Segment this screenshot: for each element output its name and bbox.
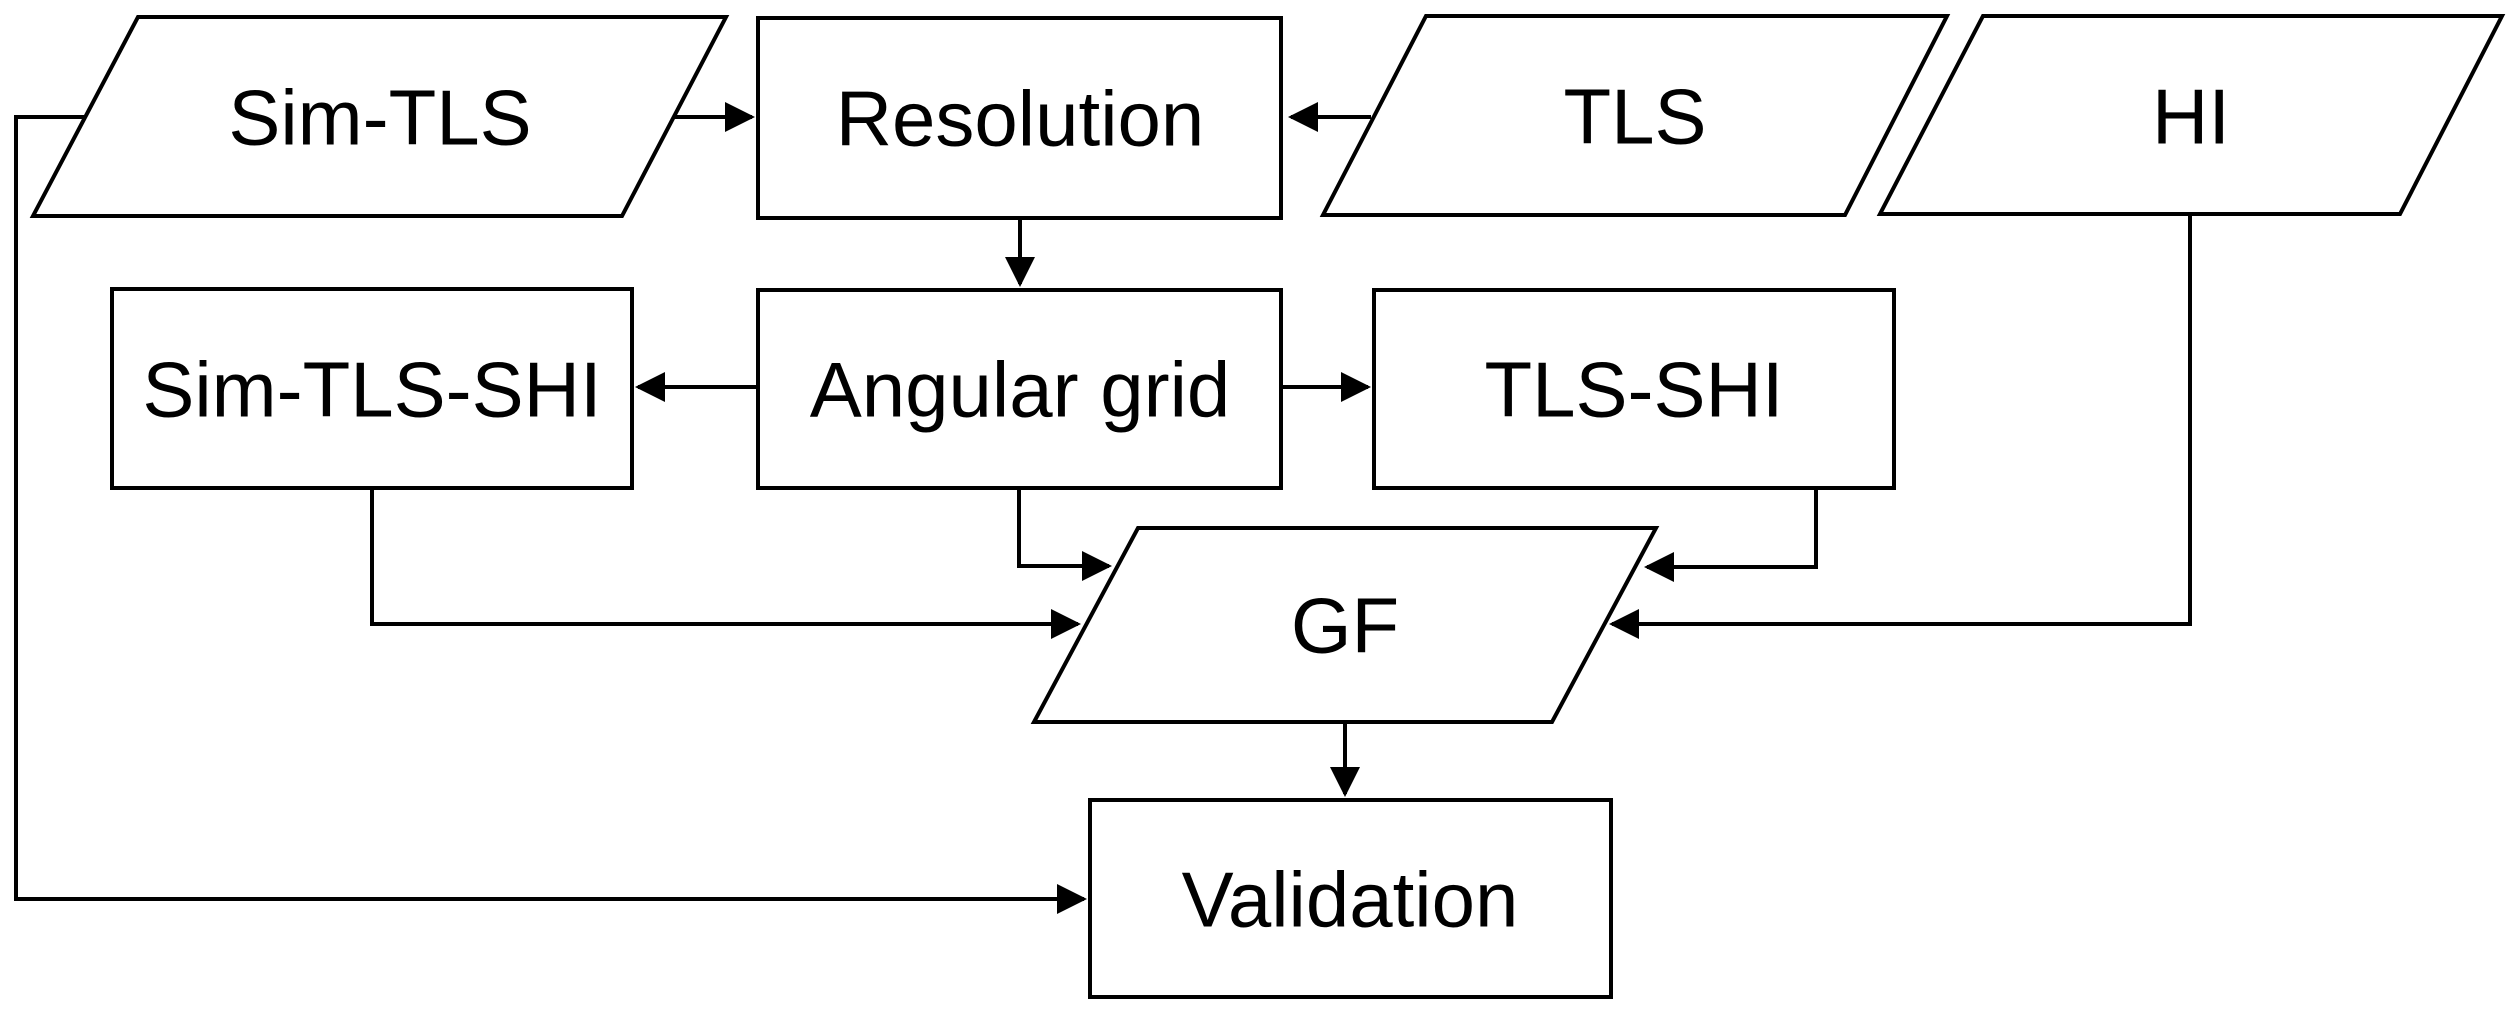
node-sim-tls: Sim-TLS [29, 15, 730, 218]
validation-label: Validation [1182, 855, 1519, 943]
resolution-rectangle [756, 16, 1283, 220]
gf-label: GF [1291, 581, 1399, 669]
node-gf: GF [1030, 526, 1660, 724]
sim-tls-shi-label: Sim-TLS-SHI [142, 345, 601, 433]
tls-shi-rectangle [1372, 288, 1896, 490]
node-angular-grid: Angular grid [756, 288, 1283, 490]
angular-grid-label: Angular grid [810, 345, 1231, 433]
edge-group [14, 102, 2192, 914]
validation-rectangle [1088, 798, 1613, 999]
edge-angular-grid-to-gf [1017, 488, 1112, 581]
tls-shi-label: TLS-SHI [1484, 345, 1783, 433]
hi-parallelogram [1876, 14, 2506, 216]
sim-tls-parallelogram [29, 15, 730, 218]
tls-label: TLS [1563, 72, 1706, 160]
node-sim-tls-shi: Sim-TLS-SHI [110, 287, 634, 490]
edge-sim-tls-to-validation [14, 115, 1087, 914]
edge-hi-to-gf [1609, 215, 2192, 639]
gf-parallelogram [1030, 526, 1660, 724]
angular-grid-rectangle [756, 288, 1283, 490]
sim-tls-label: Sim-TLS [228, 73, 531, 161]
node-resolution: Resolution [756, 16, 1283, 220]
resolution-label: Resolution [836, 74, 1205, 162]
edge-sim-tls-shi-to-gf [370, 488, 1081, 639]
edge-tls-shi-to-gf [1644, 488, 1818, 582]
sim-tls-shi-rectangle [110, 287, 634, 490]
tls-parallelogram [1319, 14, 1951, 217]
node-tls-shi: TLS-SHI [1372, 288, 1896, 490]
node-validation: Validation [1088, 798, 1613, 999]
node-hi: HI [1876, 14, 2506, 216]
node-tls: TLS [1319, 14, 1951, 217]
hi-label: HI [2152, 72, 2230, 160]
